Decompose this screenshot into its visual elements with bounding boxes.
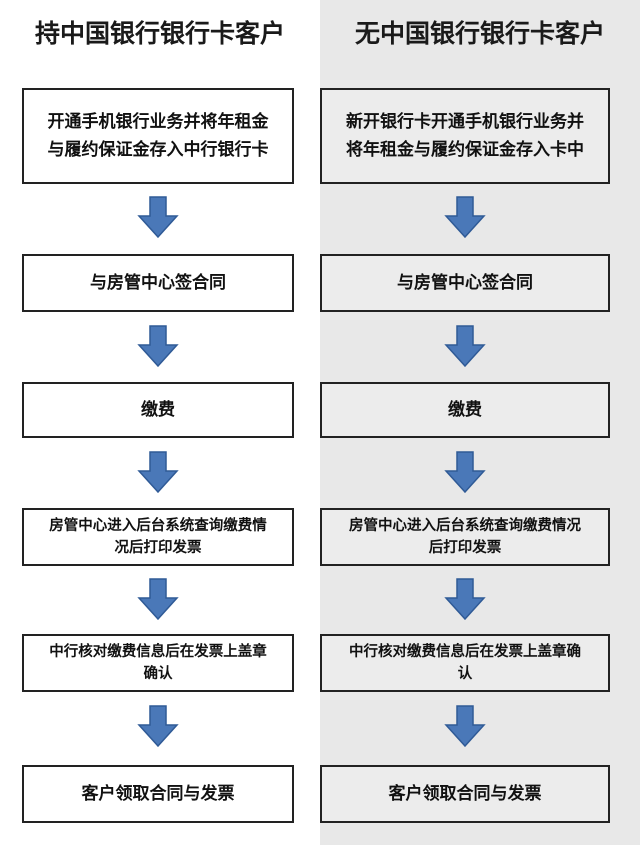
- right-step-6: 客户领取合同与发票: [320, 765, 610, 823]
- right-step-3-line-1: 缴费: [448, 400, 482, 420]
- right-down-arrow-icon: [444, 325, 486, 367]
- right-column-title: 无中国银行银行卡客户: [354, 19, 605, 48]
- left-step-5-line-1: 中行核对缴费信息后在发票上盖章: [49, 644, 267, 660]
- right-step-5-line-2: 认: [457, 666, 473, 682]
- left-step-4-line-2: 况后打印发票: [114, 540, 202, 556]
- left-step-4: 房管中心进入后台系统查询缴费情况后打印发票: [22, 508, 294, 566]
- left-step-6-line-1: 客户领取合同与发票: [81, 784, 235, 804]
- left-down-arrow-icon: [137, 325, 179, 367]
- left-down-arrow-icon: [137, 705, 179, 747]
- right-down-arrow-icon: [444, 705, 486, 747]
- left-column-title: 持中国银行银行卡客户: [34, 19, 285, 48]
- left-step-2-line-1: 与房管中心签合同: [90, 273, 226, 293]
- right-step-4-line-1: 房管中心进入后台系统查询缴费情况: [349, 518, 581, 534]
- left-step-5-line-2: 确认: [143, 666, 173, 682]
- left-down-arrow-icon: [137, 578, 179, 620]
- left-down-arrow-icon: [137, 451, 179, 493]
- right-step-5-line-1: 中行核对缴费信息后在发票上盖章确: [349, 644, 581, 660]
- right-step-4-line-2: 后打印发票: [428, 540, 502, 556]
- left-down-arrow-icon: [137, 196, 179, 238]
- left-step-1-line-1: 开通手机银行业务并将年租金: [47, 112, 269, 132]
- left-step-1: 开通手机银行业务并将年租金与履约保证金存入中行银行卡: [22, 88, 294, 184]
- right-down-arrow-icon: [444, 196, 486, 238]
- right-step-4: 房管中心进入后台系统查询缴费情况后打印发票: [320, 508, 610, 566]
- right-step-1: 新开银行卡开通手机银行业务并将年租金与履约保证金存入卡中: [320, 88, 610, 184]
- right-step-1-line-2: 将年租金与履约保证金存入卡中: [346, 140, 584, 160]
- left-step-2: 与房管中心签合同: [22, 254, 294, 312]
- right-down-arrow-icon: [444, 578, 486, 620]
- left-step-5: 中行核对缴费信息后在发票上盖章确认: [22, 634, 294, 692]
- left-step-3: 缴费: [22, 382, 294, 438]
- right-step-2-line-1: 与房管中心签合同: [397, 273, 533, 293]
- left-step-4-line-1: 房管中心进入后台系统查询缴费情: [49, 518, 267, 534]
- right-column: 无中国银行银行卡客户 新开银行卡开通手机银行业务并将年租金与履约保证金存入卡中与…: [320, 0, 640, 845]
- right-step-1-line-1: 新开银行卡开通手机银行业务并: [346, 112, 584, 132]
- right-step-2: 与房管中心签合同: [320, 254, 610, 312]
- left-step-3-line-1: 缴费: [141, 400, 175, 420]
- right-down-arrow-icon: [444, 451, 486, 493]
- right-step-5: 中行核对缴费信息后在发票上盖章确认: [320, 634, 610, 692]
- left-step-6: 客户领取合同与发票: [22, 765, 294, 823]
- right-step-6-line-1: 客户领取合同与发票: [388, 784, 542, 804]
- left-column: 持中国银行银行卡客户 开通手机银行业务并将年租金与履约保证金存入中行银行卡与房管…: [22, 19, 294, 823]
- left-step-1-line-2: 与履约保证金存入中行银行卡: [47, 140, 269, 160]
- right-step-3: 缴费: [320, 382, 610, 438]
